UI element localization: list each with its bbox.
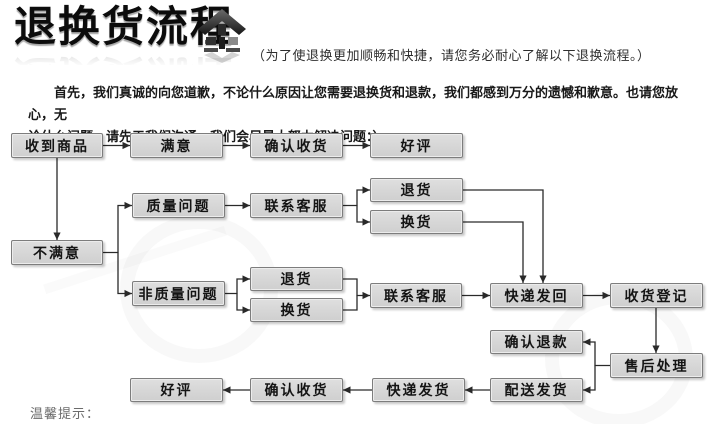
flow-node-express-send-back: 快递发回: [490, 283, 583, 308]
house-logo-icon: [198, 9, 246, 63]
flow-node-confirm-receipt-1: 确认收货: [250, 133, 343, 158]
flow-node-contact-service-1: 联系客服: [250, 193, 343, 218]
flow-node-satisfied: 满意: [130, 133, 223, 158]
warm-tips-label: 温馨提示：: [30, 406, 101, 421]
flow-node-exchange-1: 换货: [370, 210, 463, 234]
page-title: 退换货流程: [14, 3, 235, 50]
page-title-reflection: 退换货流程: [14, 50, 244, 65]
flow-node-return-1: 退货: [370, 178, 463, 202]
flow-node-non-quality-issue: 非质量问题: [132, 281, 225, 306]
flow-node-confirm-refund: 确认退款: [490, 330, 583, 354]
flow-node-unsatisfied: 不满意: [11, 240, 103, 265]
flow-node-express-delivery: 快递发货: [372, 378, 465, 402]
flow-node-exchange-2: 换货: [250, 298, 343, 322]
flow-node-dispatch-goods: 配送发货: [490, 378, 583, 402]
flow-node-good-review-2: 好评: [130, 378, 223, 402]
flow-node-confirm-receipt-2: 确认收货: [250, 378, 343, 402]
flow-node-after-sale-handling: 售后处理: [610, 353, 703, 378]
subtitle: （为了使退换更加顺畅和快捷，请您务必耐心了解以下退换流程。）: [252, 48, 651, 63]
flow-node-quality-issue: 质量问题: [132, 193, 225, 218]
flow-node-good-review-1: 好评: [370, 133, 463, 158]
flow-node-return-2: 退货: [250, 267, 343, 291]
intro-line-1: 首先，我们真诚的向您道歉，不论什么原因让您需要退换货和退款，我们都感到万分的遗憾…: [28, 85, 679, 122]
flow-node-contact-service-2: 联系客服: [370, 283, 462, 308]
flow-node-receipt-register: 收货登记: [610, 283, 703, 308]
flow-node-received-goods: 收到商品: [11, 133, 103, 158]
